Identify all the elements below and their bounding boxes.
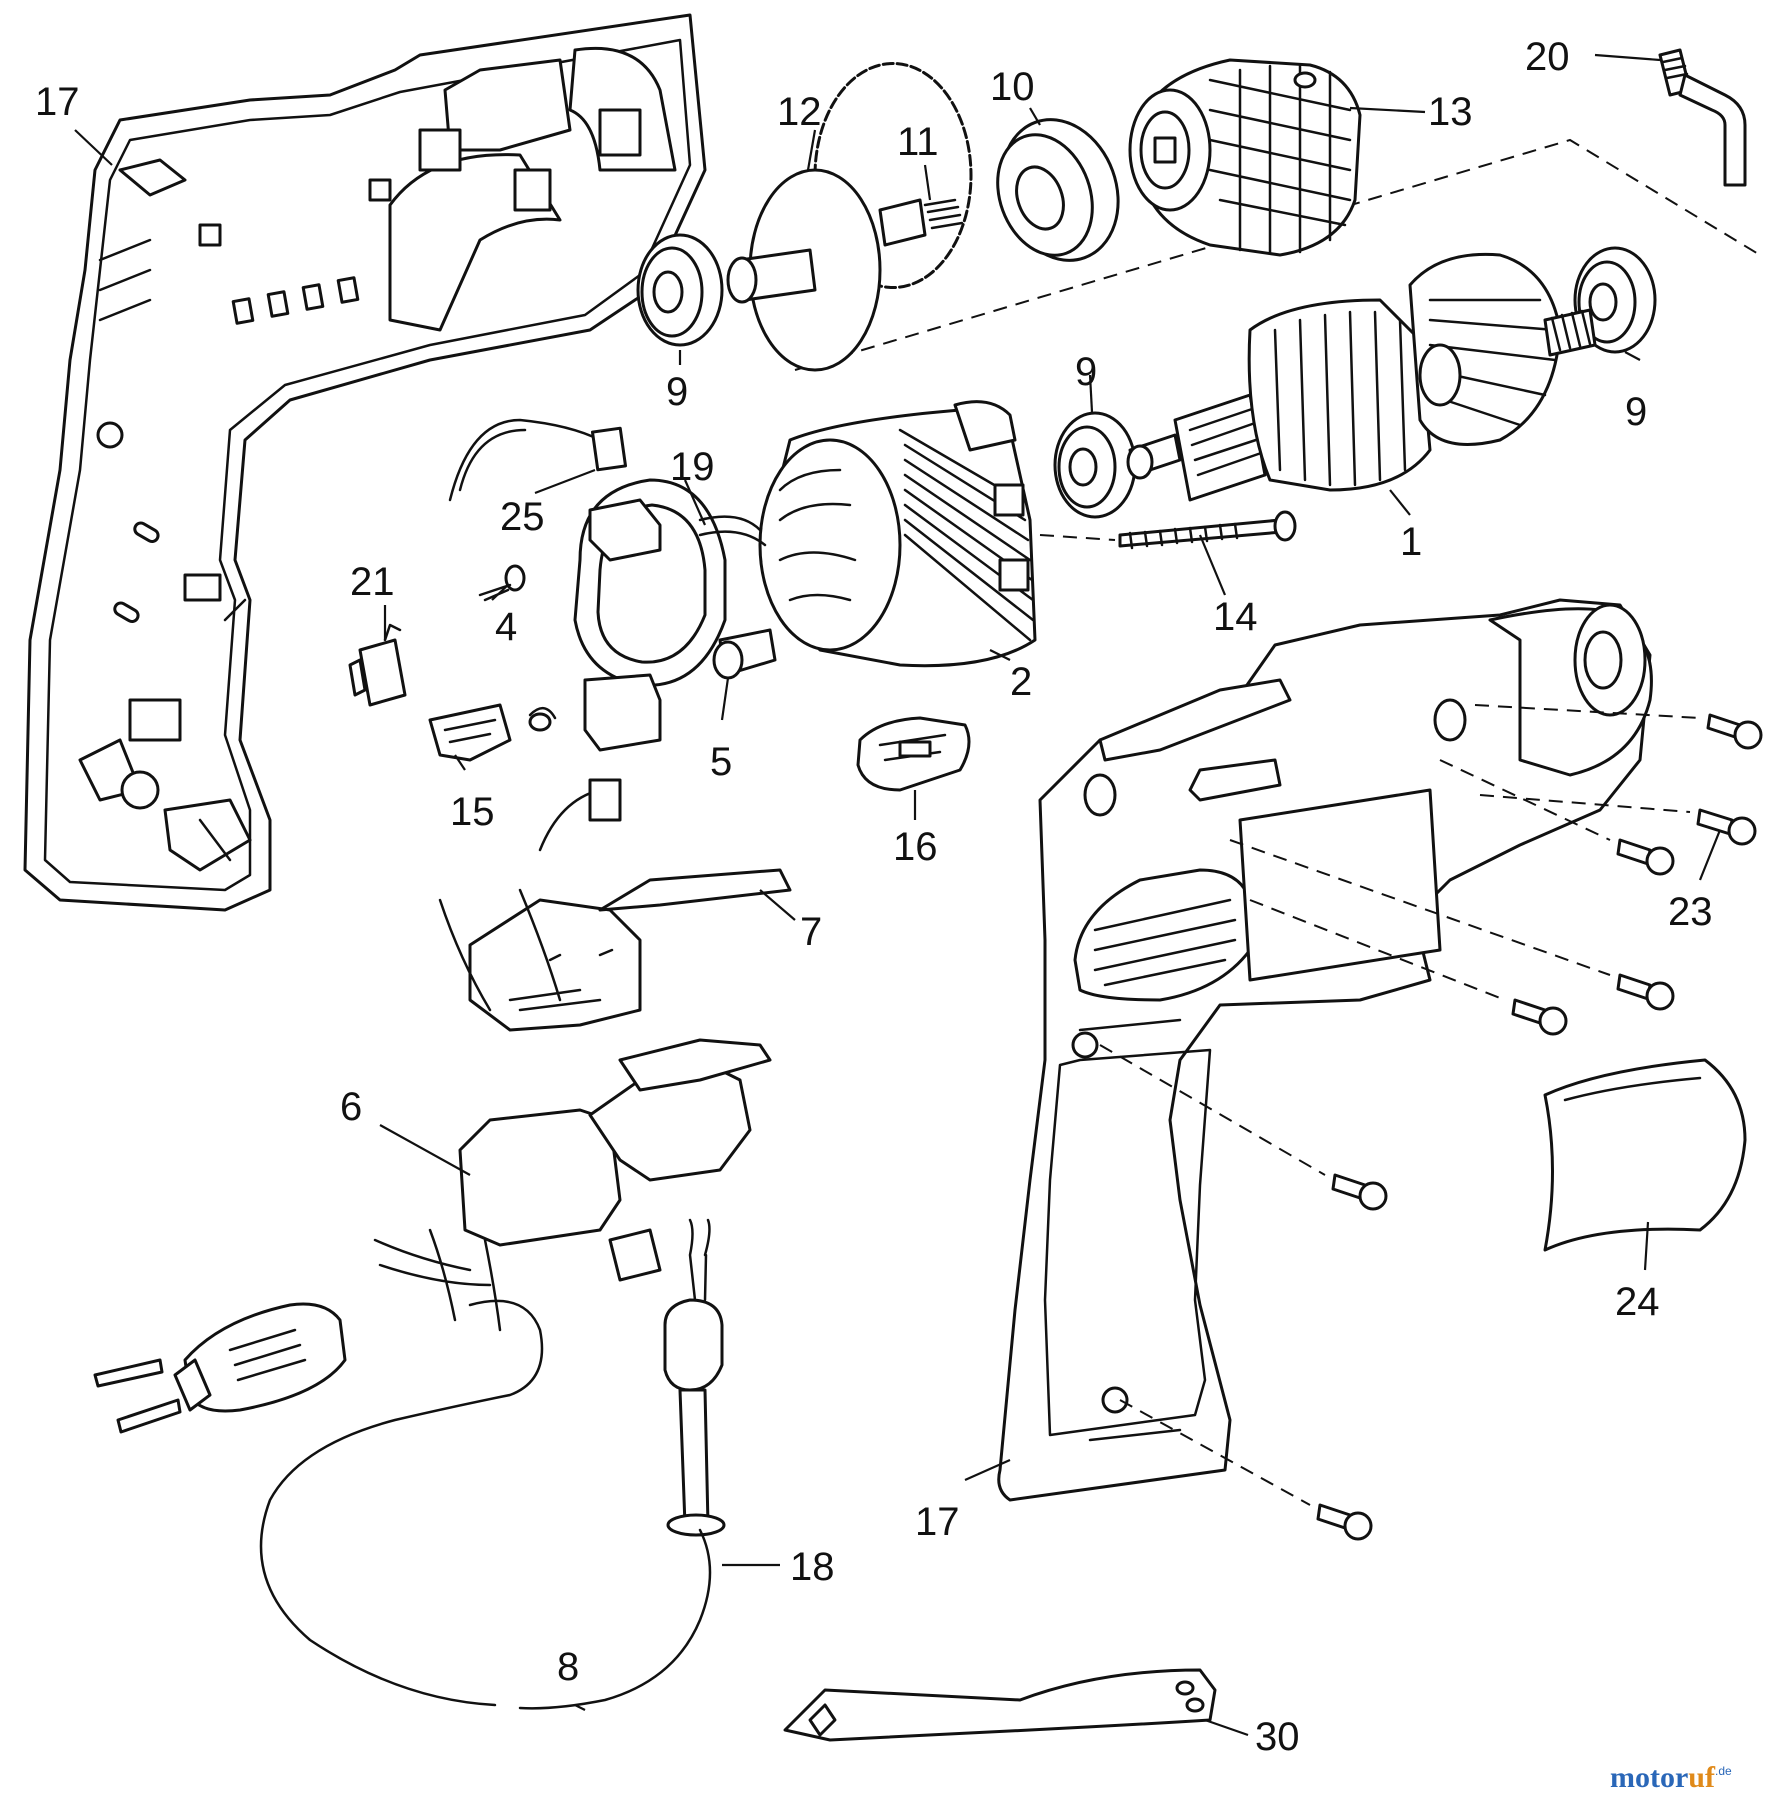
armature-1 [1126,252,1597,502]
callout-5-brush-holder: 5 [710,740,732,784]
housing-screw-7 [1316,1503,1373,1541]
housing-screw-2 [1696,808,1757,846]
cord-protector-18 [663,1218,726,1537]
field-stator-2 [758,400,1037,668]
screw-14 [1118,510,1297,550]
callout-11-shaft: 11 [897,120,939,164]
callout-9-bearing-right: 9 [1625,390,1647,434]
callout-15-brush-box: 15 [450,790,495,834]
brush-box-15 [428,703,557,762]
right-housing-half [997,598,1653,1502]
bearing-10 [996,118,1120,262]
housing-screw-5 [1511,998,1568,1036]
alignment-dashed-line [794,138,1761,371]
callout-30-cord-clamp: 30 [1255,1715,1300,1759]
watermark-logo: motoruf.de [1610,1761,1732,1794]
callout-25-terminal: 25 [500,495,545,539]
housing-screw-1 [1706,713,1763,750]
callout-4-spring: 4 [495,605,517,649]
callout-14-screw: 14 [1213,595,1258,639]
watermark-text: motoruf.de [1610,1761,1732,1794]
callout-labels: 17 12 11 10 13 20 9 9 9 1 25 19 21 4 14 … [35,35,1713,1759]
bracket-21 [348,623,407,707]
switch-trigger-7 [438,778,792,1032]
switch-6 [373,1038,772,1332]
callout-7-switch-trigger: 7 [800,910,822,954]
callout-2-field: 2 [1010,660,1032,704]
callout-18-cord-protector: 18 [790,1545,835,1589]
callout-8-cord-plug: 8 [557,1645,579,1689]
terminal-25 [448,418,628,502]
left-housing-half [23,13,707,912]
nameplate-24 [1543,1058,1747,1252]
spring-4 [478,564,526,602]
housing-screw-3 [1616,838,1675,876]
callout-17-left-housing: 17 [35,80,80,124]
cord-plug-8 [93,1299,712,1710]
chuck-13 [1128,58,1362,257]
chuck-key-20 [1658,48,1747,187]
callout-19-leads: 19 [670,445,715,489]
callout-23-screws: 23 [1668,890,1713,934]
callout-12-gear: 12 [777,90,822,134]
callout-17-right-housing: 17 [915,1500,960,1544]
callout-9-bearing-middle: 9 [1075,350,1097,394]
gear-12 [726,62,973,372]
housing-screw-6 [1331,1173,1388,1211]
lead-wires-19 [698,515,767,547]
brush-holder-5 [573,478,777,752]
bearing-9-middle [1053,411,1137,519]
leader-lines [74,53,1722,1737]
screw-axis-lines [1039,534,1701,1506]
callout-21-bracket: 21 [350,560,395,604]
callout-10-bearing: 10 [990,65,1035,109]
callout-9-bearing-left: 9 [666,370,688,414]
callout-24-nameplate: 24 [1615,1280,1660,1324]
callout-13-chuck: 13 [1428,90,1473,134]
callout-1-armature: 1 [1400,520,1422,564]
bearing-9-left [636,233,724,347]
cord-clamp-30 [783,1668,1217,1742]
callout-6-switch: 6 [340,1085,362,1129]
actuator-16 [856,716,971,792]
housing-screw-4 [1616,973,1675,1011]
callout-16-actuator: 16 [893,825,938,869]
callout-20-chuck-key: 20 [1525,35,1570,79]
